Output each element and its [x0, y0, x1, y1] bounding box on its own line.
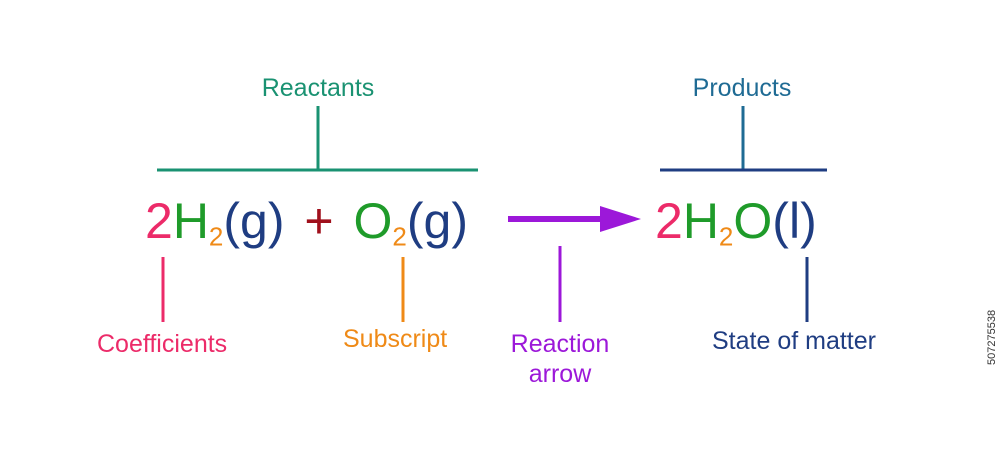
element-oxygen: O — [733, 193, 773, 249]
state-liquid: l — [788, 193, 801, 249]
reaction-arrowhead — [600, 206, 641, 232]
subscript-label: Subscript — [343, 325, 448, 353]
state-gas: (g) — [406, 193, 468, 249]
plus-sign: + — [304, 193, 334, 249]
reaction-arrow-label-line1: Reaction — [510, 330, 610, 358]
state-gas: (g) — [223, 193, 285, 249]
reactants-formula: 2H2(g) + O2(g) — [145, 196, 468, 249]
element-hydrogen: H — [682, 193, 719, 249]
subscript: 2 — [392, 221, 407, 252]
state-open-paren: ( — [772, 193, 789, 249]
state-close-paren: ) — [800, 193, 817, 249]
subscript: 2 — [208, 221, 224, 252]
reaction-arrow-label-line2: arrow — [528, 360, 592, 388]
subscript: 2 — [718, 221, 734, 252]
products-formula: 2H2O(l) — [655, 196, 817, 249]
coefficients-label: Coefficients — [97, 330, 228, 358]
reactants-label: Reactants — [261, 74, 375, 102]
products-label: Products — [692, 74, 792, 102]
element-hydrogen: H — [172, 193, 209, 249]
element-oxygen: O — [353, 193, 393, 249]
stock-watermark-id: 507275538 — [986, 309, 998, 365]
coefficient: 2 — [145, 193, 173, 249]
reaction-arrow-label: Reaction arrow — [511, 329, 610, 389]
state-of-matter-label: State of matter — [712, 327, 876, 355]
coefficient: 2 — [655, 193, 683, 249]
